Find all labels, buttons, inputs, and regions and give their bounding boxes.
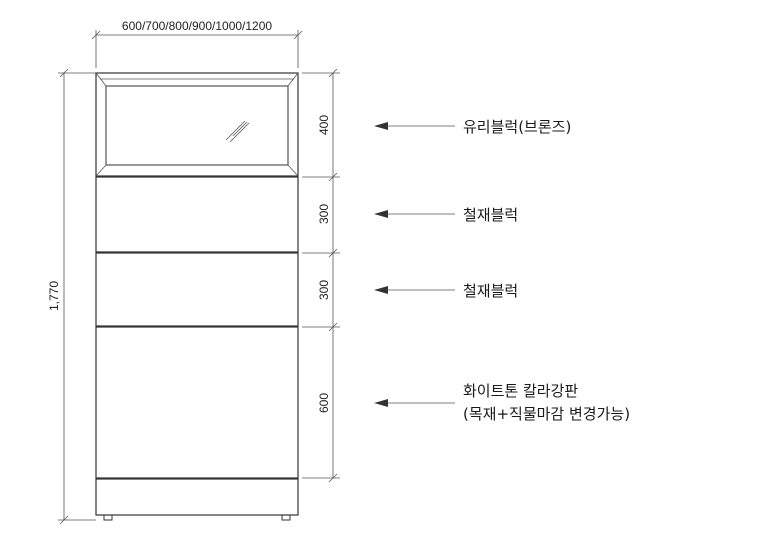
section-tick-2 [328,248,338,258]
callout-arrow-1 [374,122,455,130]
top-dimension-tick-left [91,30,101,40]
callout-lower-panel-line1: 화이트톤 칼라강판 [463,382,578,400]
glass-reflection-icon [225,120,250,143]
section-dimensions: 400 300 300 600 [302,68,340,483]
glass-bevel-tr [287,72,299,87]
foot-left [103,514,113,521]
section-height-600: 600 [317,393,331,413]
glass-bevel-tl [95,72,107,87]
callout-steel-block-1: 철재블럭 [463,206,518,224]
glass-pane [105,85,289,166]
section-height-400: 400 [317,115,331,135]
glass-bevel-br [287,164,299,177]
section-height-300-a: 300 [317,204,331,224]
base-plinth [95,478,299,516]
steel-block-1 [95,176,299,253]
foot-right [281,514,291,521]
lower-panel [95,326,299,479]
callout-steel-block-2: 철재블럭 [463,282,518,300]
top-dimension-text: 600/700/800/900/1000/1200 [122,19,272,33]
top-width-dimension: 600/700/800/900/1000/1200 [91,19,303,68]
callout-arrow-4 [374,399,455,407]
steel-block-2 [95,252,299,327]
glass-block-frame [95,72,299,177]
total-height-tick-top [59,68,69,78]
section-tick-0 [328,68,338,78]
total-height-dimension: 1,770 [47,68,96,525]
section-height-300-b: 300 [317,280,331,300]
section-tick-3 [328,322,338,332]
callout-lower-panel-line2: (목재+직물마감 변경가능) [463,405,630,423]
top-dimension-tick-right [293,30,303,40]
glass-bevel-bl [95,164,107,177]
total-height-tick-bottom [59,515,69,525]
section-tick-4 [328,473,338,483]
callout-glass-block: 유리블럭(브론즈) [463,118,571,136]
callout-arrow-3 [374,286,455,294]
callout-arrow-2 [374,210,455,218]
cabinet-body [95,72,299,521]
total-height-text: 1,770 [47,281,61,311]
callout-arrows [374,122,455,407]
section-tick-1 [328,172,338,182]
callout-labels: 유리블럭(브론즈) 철재블럭 철재블럭 화이트톤 칼라강판 (목재+직물마감 변… [463,118,630,423]
